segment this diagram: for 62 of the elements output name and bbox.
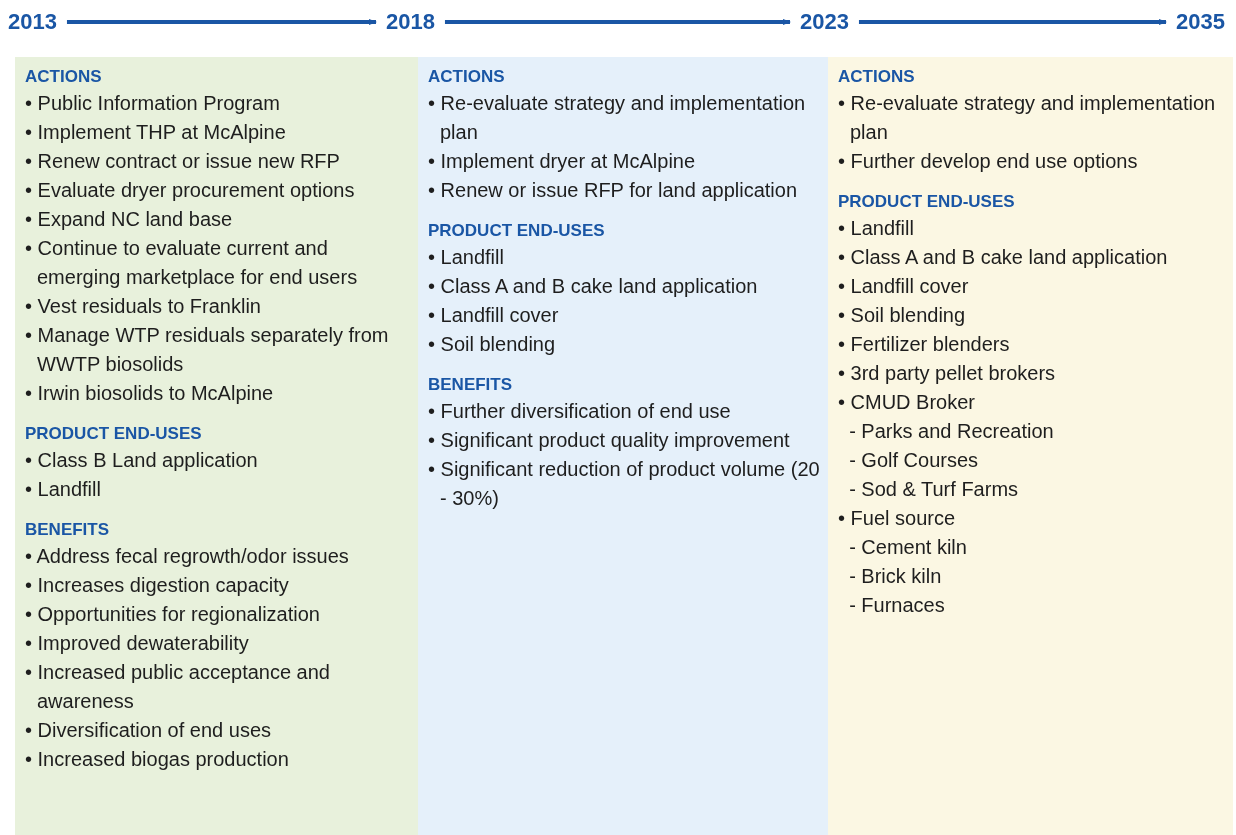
section-heading: ACTIONS (428, 66, 506, 88)
list-item: • Address fecal regrowth/odor issues (25, 544, 350, 569)
list-item: - Furnaces (848, 593, 946, 618)
list-item: • Fertilizer blenders (838, 332, 1011, 357)
list-item: • Further diversification of end use (428, 399, 732, 424)
section-heading: BENEFITS (25, 519, 111, 541)
section-heading: ACTIONS (25, 66, 103, 88)
list-item: • Implement dryer at McAlpine (428, 149, 697, 174)
list-item: • Opportunities for regionalization (25, 602, 321, 627)
list-item: • Implement THP at McAlpine (25, 120, 287, 145)
list-item: • Landfill (838, 216, 915, 241)
list-item: • Improved dewaterability (25, 631, 250, 656)
list-item: • Increased biogas production (25, 747, 290, 772)
list-item: • Re-evaluate strategy and implementation plan (838, 91, 1217, 145)
list-item: - Sod & Turf Farms (848, 477, 1020, 502)
list-item: • Re-evaluate strategy and implementation plan (428, 91, 807, 145)
year-label: 2018 (386, 8, 435, 36)
section-heading: PRODUCT END-USES (428, 220, 606, 242)
list-item: • Landfill cover (428, 303, 560, 328)
period-panel (828, 57, 1233, 835)
list-item: • CMUD Broker (838, 390, 976, 415)
timeline-arrow (858, 19, 1167, 25)
year-label: 2013 (8, 8, 57, 36)
section-heading: PRODUCT END-USES (25, 423, 203, 445)
list-item: • Landfill cover (838, 274, 970, 299)
list-item: • Class A and B cake land application (428, 274, 759, 299)
list-item: • Manage WTP residuals separately from WWTP biosolids (25, 323, 390, 377)
list-item: - Brick kiln (848, 564, 943, 589)
list-item: • Significant reduction of product volume (20 - 30%) (428, 457, 821, 511)
list-item: • Diversification of end uses (25, 718, 272, 743)
list-item: • Increased public acceptance and awareness (25, 660, 331, 714)
list-item: • Renew contract or issue new RFP (25, 149, 341, 174)
section-heading: BENEFITS (428, 374, 514, 396)
list-item: • Fuel source (838, 506, 957, 531)
list-item: • Vest residuals to Franklin (25, 294, 262, 319)
list-item: • Renew or issue RFP for land application (428, 178, 799, 203)
list-item: • Landfill (428, 245, 505, 270)
period-panel (418, 57, 828, 835)
list-item: • Increases digestion capacity (25, 573, 290, 598)
list-item: • 3rd party pellet brokers (838, 361, 1057, 386)
list-item: • Soil blending (428, 332, 557, 357)
list-item: • Expand NC land base (25, 207, 234, 232)
list-item: - Cement kiln (848, 535, 968, 560)
list-item: • Landfill (25, 477, 102, 502)
year-label: 2023 (800, 8, 849, 36)
year-label: 2035 (1176, 8, 1225, 36)
timeline-arrow (66, 19, 377, 25)
list-item: • Soil blending (838, 303, 967, 328)
section-heading: ACTIONS (838, 66, 916, 88)
list-item: • Further develop end use options (838, 149, 1139, 174)
list-item: • Public Information Program (25, 91, 281, 116)
list-item: - Parks and Recreation (848, 419, 1055, 444)
list-item: • Continue to evaluate current and emerging marketplace for end users (25, 236, 359, 290)
list-item: • Significant product quality improvement (428, 428, 791, 453)
list-item: • Class A and B cake land application (838, 245, 1169, 270)
section-heading: PRODUCT END-USES (838, 191, 1016, 213)
list-item: - Golf Courses (848, 448, 980, 473)
timeline-arrow (444, 19, 791, 25)
list-item: • Evaluate dryer procurement options (25, 178, 356, 203)
list-item: • Irwin biosolids to McAlpine (25, 381, 275, 406)
period-panel (15, 57, 418, 835)
list-item: • Class B Land application (25, 448, 259, 473)
